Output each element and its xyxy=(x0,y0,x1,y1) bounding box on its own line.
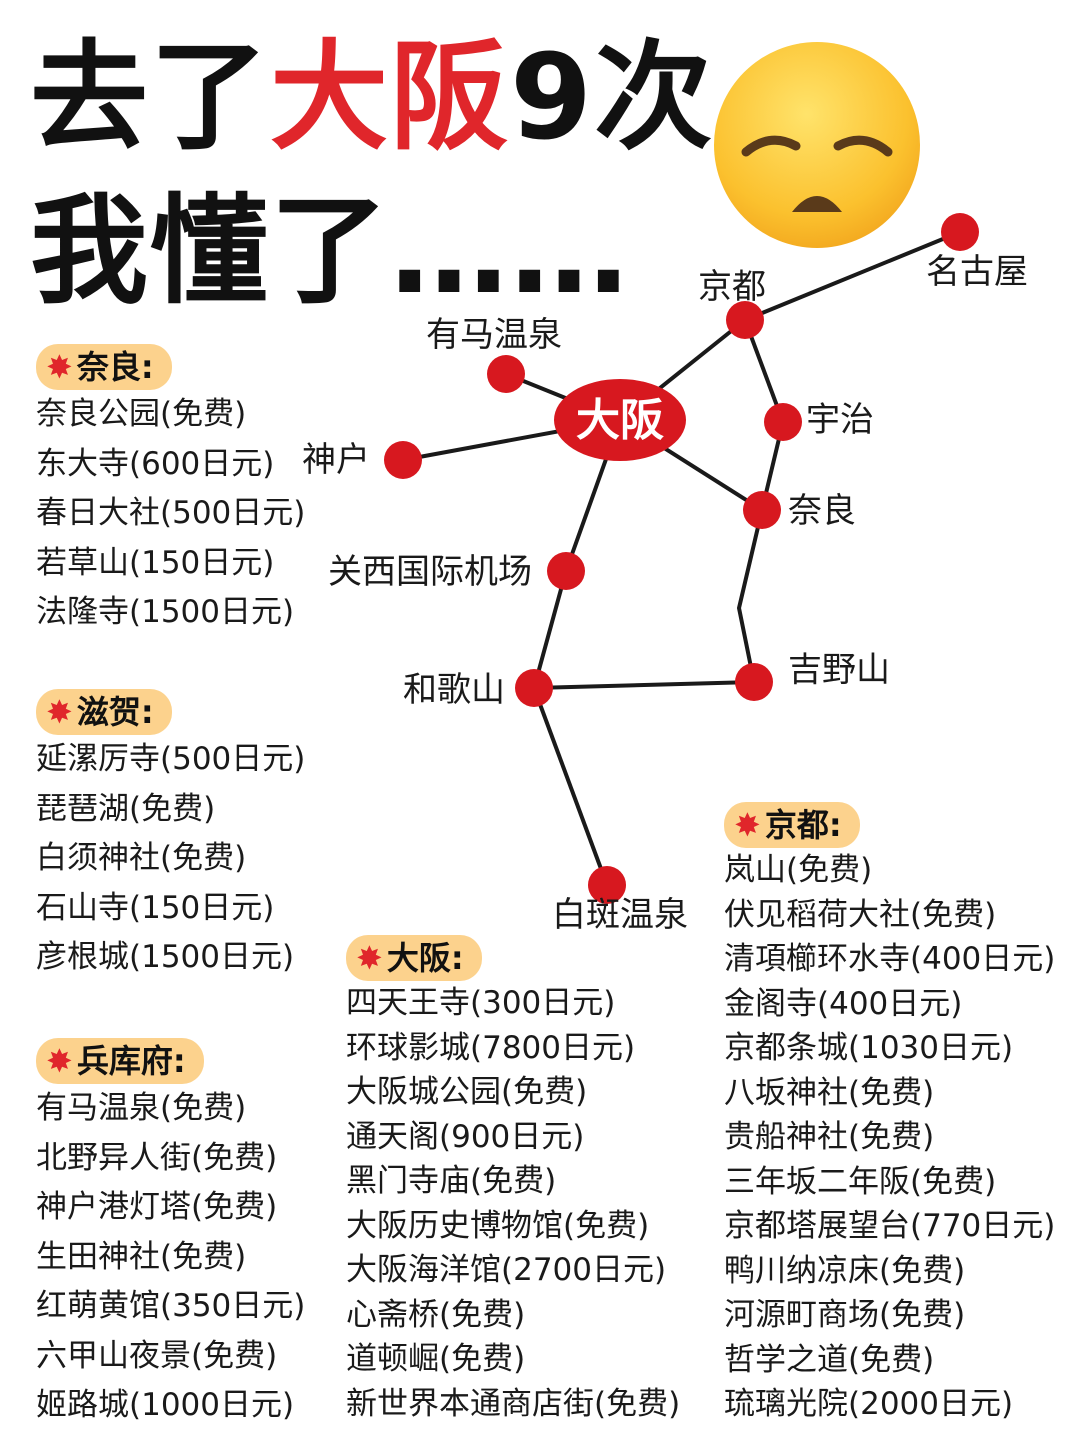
attraction-list-osaka: 四天王寺(300日元) 环球影城(7800日元) 大阪城公园(免费) 通天阁(9… xyxy=(346,981,680,1426)
page-title-line2: 我懂了…… xyxy=(30,182,631,320)
list-item: 法隆寺(1500日元) xyxy=(36,594,295,630)
title-highlight: 大阪 xyxy=(270,28,511,166)
list-item: 京都塔展望台(770日元) xyxy=(724,1208,1056,1244)
map-label-kyoto: 京都 xyxy=(698,267,766,307)
list-item: 岚山(免费) xyxy=(724,852,873,888)
map-node-uji xyxy=(764,403,802,441)
map-label-kix: 关西国际机场 xyxy=(328,552,532,592)
list-item: 心斋桥(免费) xyxy=(346,1296,526,1333)
list-item: 三年坂二年阪(免费) xyxy=(724,1163,997,1200)
list-item: 伏见稻荷大社(免费) xyxy=(724,896,997,933)
map-node-kyoto xyxy=(726,301,764,339)
list-item: 京都条城(1030日元) xyxy=(724,1030,1014,1066)
list-item: 延漯厉寺(500日元) xyxy=(36,741,306,777)
list-item: 哲学之道(免费) xyxy=(724,1341,935,1378)
map-node-shirahama xyxy=(588,866,626,904)
attraction-list-kyoto: 岚山(免费) 伏见稻荷大社(免费) 清項櫛环水寺(400日元) 金阁寺(400日… xyxy=(724,848,1055,1427)
map-node-wakayama xyxy=(515,669,553,707)
list-item: 春日大社(500日元) xyxy=(36,495,306,531)
list-item: 河源町商场(免费) xyxy=(724,1297,966,1333)
map-label-uji: 宇治 xyxy=(806,400,874,440)
title-prefix: 去了 xyxy=(30,28,271,166)
section-label: 兵库府: xyxy=(76,1042,186,1080)
burst-icon: ✸ xyxy=(46,348,73,386)
title-suffix: 9次 xyxy=(510,28,715,166)
map-node-nara xyxy=(743,491,781,529)
map-label-nagoya: 名古屋 xyxy=(926,252,1028,292)
map-node-kobe xyxy=(384,441,422,479)
map-node-nagoya xyxy=(941,213,979,251)
list-item: 若草山(150日元) xyxy=(36,544,275,581)
map-node-yoshino xyxy=(735,663,773,701)
burst-icon: ✸ xyxy=(734,806,761,844)
map-label-shirahama: 白斑温泉 xyxy=(552,895,688,935)
map-label-wakayama: 和歌山 xyxy=(403,670,505,710)
list-item: 贵船神社(免费) xyxy=(724,1119,935,1155)
list-item: 六甲山夜景(免费) xyxy=(36,1337,278,1374)
list-item: 金阁寺(400日元) xyxy=(724,985,963,1022)
list-item: 北野异人街(免费) xyxy=(36,1139,278,1176)
section-tag-nara: ✸奈良: xyxy=(36,344,172,390)
map-node-osaka xyxy=(554,379,686,461)
disappointed-face-icon xyxy=(714,42,920,248)
list-item: 大阪海洋馆(2700日元) xyxy=(346,1252,667,1288)
map-node-kix xyxy=(547,552,585,590)
section-tag-shiga: ✸滋贺: xyxy=(36,689,172,735)
list-item: 神户港灯塔(免费) xyxy=(36,1189,278,1225)
list-item: 大阪历史博物馆(免费) xyxy=(346,1207,650,1244)
map-label-arima: 有马温泉 xyxy=(426,315,562,355)
section-tag-osaka: ✸大阪: xyxy=(346,935,482,981)
list-item: 道顿崛(免费) xyxy=(346,1341,526,1377)
list-item: 有马温泉(免费) xyxy=(36,1090,247,1126)
list-item: 东大寺(600日元) xyxy=(36,445,275,482)
list-item: 石山寺(150日元) xyxy=(36,889,275,926)
burst-icon: ✸ xyxy=(46,1042,73,1080)
section-kyoto: ✸京都: 岚山(免费) 伏见稻荷大社(免费) 清項櫛环水寺(400日元) 金阁寺… xyxy=(724,802,1055,1427)
section-label: 滋贺: xyxy=(76,693,154,731)
list-item: 奈良公园(免费) xyxy=(36,396,247,432)
list-item: 黑门寺庙(免费) xyxy=(346,1163,557,1199)
list-item: 姬路城(1000日元) xyxy=(36,1387,295,1423)
section-label: 京都: xyxy=(764,806,842,844)
list-item: 四天王寺(300日元) xyxy=(346,985,616,1021)
section-osaka: ✸大阪: 四天王寺(300日元) 环球影城(7800日元) 大阪城公园(免费) … xyxy=(346,935,680,1426)
burst-icon: ✸ xyxy=(46,693,73,731)
list-item: 琵琶湖(免费) xyxy=(36,790,216,827)
list-item: 大阪城公园(免费) xyxy=(346,1074,588,1110)
list-item: 八坂神社(免费) xyxy=(724,1074,935,1111)
section-hyogo: ✸兵库府: 有马温泉(免费) 北野异人街(免费) 神户港灯塔(免费) 生田神社(… xyxy=(36,1038,305,1431)
section-label: 奈良: xyxy=(76,348,154,386)
map-label-nara: 奈良 xyxy=(788,491,856,531)
list-item: 白须神社(免费) xyxy=(36,840,247,876)
section-tag-kyoto: ✸京都: xyxy=(724,802,860,848)
list-item: 清項櫛环水寺(400日元) xyxy=(724,941,1056,977)
attraction-list-nara: 奈良公园(免费) 东大寺(600日元) 春日大社(500日元) 若草山(150日… xyxy=(36,390,305,638)
attraction-list-hyogo: 有马温泉(免费) 北野异人街(免费) 神户港灯塔(免费) 生田神社(免费) 红萌… xyxy=(36,1084,305,1431)
map-label-kobe: 神户 xyxy=(302,440,370,480)
section-tag-hyogo: ✸兵库府: xyxy=(36,1038,204,1084)
map-label-yoshino: 吉野山 xyxy=(788,650,890,690)
section-label: 大阪: xyxy=(386,939,464,977)
list-item: 彦根城(1500日元) xyxy=(36,939,295,975)
map-center-label: 大阪 xyxy=(576,395,664,446)
section-shiga: ✸滋贺: 延漯厉寺(500日元) 琵琶湖(免费) 白须神社(免费) 石山寺(15… xyxy=(36,689,305,983)
attraction-list-shiga: 延漯厉寺(500日元) 琵琶湖(免费) 白须神社(免费) 石山寺(150日元) … xyxy=(36,735,305,983)
list-item: 琉璃光院(2000日元) xyxy=(724,1386,1014,1422)
list-item: 生田神社(免费) xyxy=(36,1238,247,1275)
page-title-line1: 去了大阪9次 xyxy=(30,38,714,156)
list-item: 红萌黄馆(350日元) xyxy=(36,1288,306,1324)
list-item: 鸭川纳凉床(免费) xyxy=(724,1252,966,1289)
list-item: 通天阁(900日元) xyxy=(346,1118,585,1155)
list-item: 新世界本通商店街(免费) xyxy=(346,1385,681,1422)
burst-icon: ✸ xyxy=(356,939,383,977)
section-nara: ✸奈良: 奈良公园(免费) 东大寺(600日元) 春日大社(500日元) 若草山… xyxy=(36,344,305,638)
list-item: 环球影城(7800日元) xyxy=(346,1029,636,1066)
map-node-arima xyxy=(487,355,525,393)
